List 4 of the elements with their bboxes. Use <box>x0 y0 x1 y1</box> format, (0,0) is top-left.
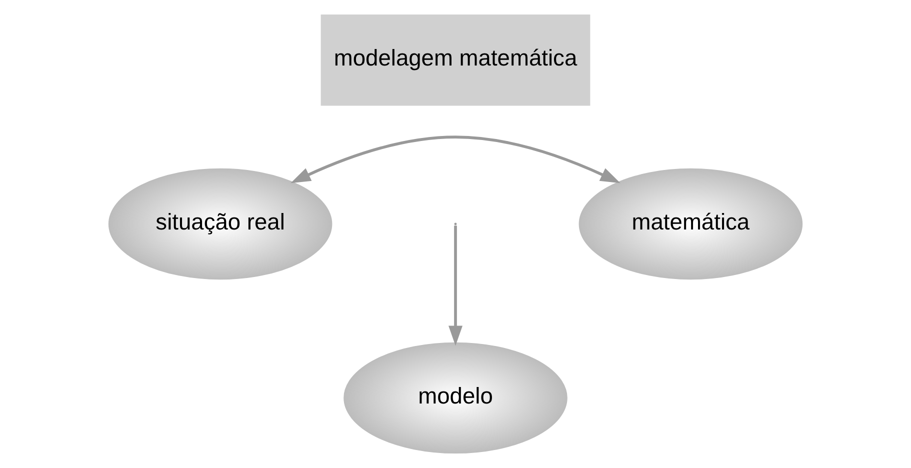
arrow <box>448 226 462 346</box>
node-box: modelagem matemática <box>319 13 592 108</box>
arrow <box>290 136 620 184</box>
node-ellipse: modelo <box>342 340 569 455</box>
